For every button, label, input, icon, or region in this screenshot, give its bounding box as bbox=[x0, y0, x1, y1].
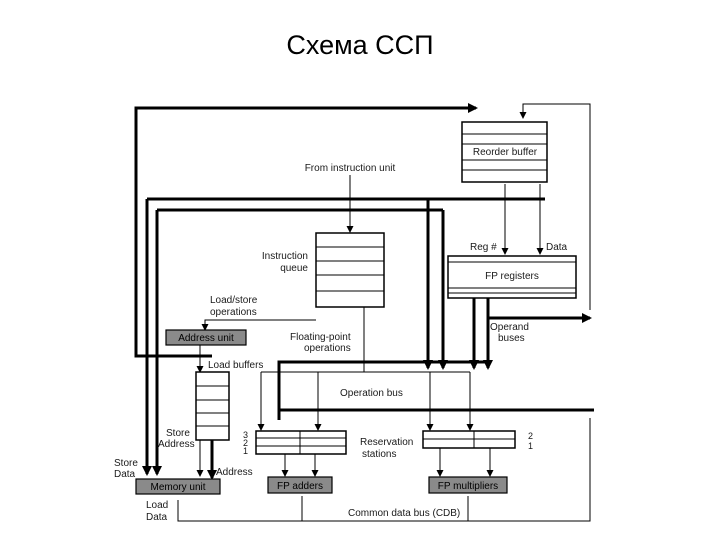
fp-multipliers-label: FP multipliers bbox=[438, 481, 498, 492]
rs-num-right-2: 2 bbox=[528, 431, 533, 441]
rs-num-3: 3 bbox=[243, 430, 248, 440]
reservation-stations-multipliers: 2 1 bbox=[422, 430, 533, 451]
fp-registers-label: FP registers bbox=[485, 271, 539, 282]
reservation-stations-adders: 3 2 1 bbox=[243, 430, 347, 456]
instruction-queue-label-1: Instruction bbox=[262, 251, 308, 262]
store-data-label-2: Data bbox=[114, 469, 136, 480]
memory-unit-label: Memory unit bbox=[150, 482, 205, 493]
operand-buses-label-2: buses bbox=[498, 333, 525, 344]
load-buffers-label: Load buffers bbox=[208, 360, 263, 371]
rs-num-2: 2 bbox=[243, 438, 248, 448]
reservation-stations-label-2: stations bbox=[362, 449, 396, 460]
free-labels: From instruction unit Reg # Data Load/st… bbox=[114, 163, 568, 523]
address-label: Address bbox=[216, 467, 253, 478]
address-unit-label: Address unit bbox=[178, 333, 234, 344]
instruction-queue-label-2: queue bbox=[280, 263, 308, 274]
fp-adders: FP adders bbox=[267, 476, 333, 494]
address-unit: Address unit bbox=[165, 329, 247, 346]
rs-num-right-1: 1 bbox=[528, 441, 533, 451]
load-data-label-2: Data bbox=[146, 512, 168, 523]
cdb-label: Common data bus (CDB) bbox=[348, 508, 460, 519]
instruction-queue: Instruction queue bbox=[262, 232, 385, 308]
store-data-label-1: Store bbox=[114, 458, 138, 469]
memory-unit: Memory unit bbox=[135, 478, 221, 495]
reservation-stations-label-1: Reservation bbox=[360, 437, 413, 448]
fp-ops-label-1: Floating-point bbox=[290, 332, 351, 343]
load-data-label-1: Load bbox=[146, 500, 168, 511]
store-address-label-1: Store bbox=[166, 428, 190, 439]
reg-num-label: Reg # bbox=[470, 242, 497, 253]
operation-bus-label: Operation bus bbox=[340, 388, 403, 399]
reorder-buffer-label: Reorder buffer bbox=[473, 147, 538, 158]
fp-ops-label-2: operations bbox=[304, 343, 351, 354]
load-to-rob-bus bbox=[134, 103, 478, 358]
store-address-label-2: Address bbox=[158, 439, 195, 450]
slide-title: Схема ССП bbox=[286, 30, 434, 60]
load-store-ops-label-1: Load/store bbox=[210, 295, 258, 306]
fp-registers: FP registers bbox=[447, 255, 577, 299]
thin-lines bbox=[177, 103, 591, 522]
rs-num-1: 1 bbox=[243, 446, 248, 456]
fp-multipliers: FP multipliers bbox=[428, 476, 508, 494]
reorder-buffer: Reorder buffer bbox=[461, 121, 548, 183]
operand-bus-left bbox=[277, 360, 488, 420]
from-instruction-unit-label: From instruction unit bbox=[305, 163, 396, 174]
fp-adders-label: FP adders bbox=[277, 481, 323, 492]
operand-buses-label-1: Operand bbox=[490, 322, 529, 333]
load-store-ops-label-2: operations bbox=[210, 307, 257, 318]
load-buffers: Load buffers bbox=[195, 360, 263, 441]
data-label: Data bbox=[546, 242, 568, 253]
thick-buses bbox=[134, 103, 594, 480]
